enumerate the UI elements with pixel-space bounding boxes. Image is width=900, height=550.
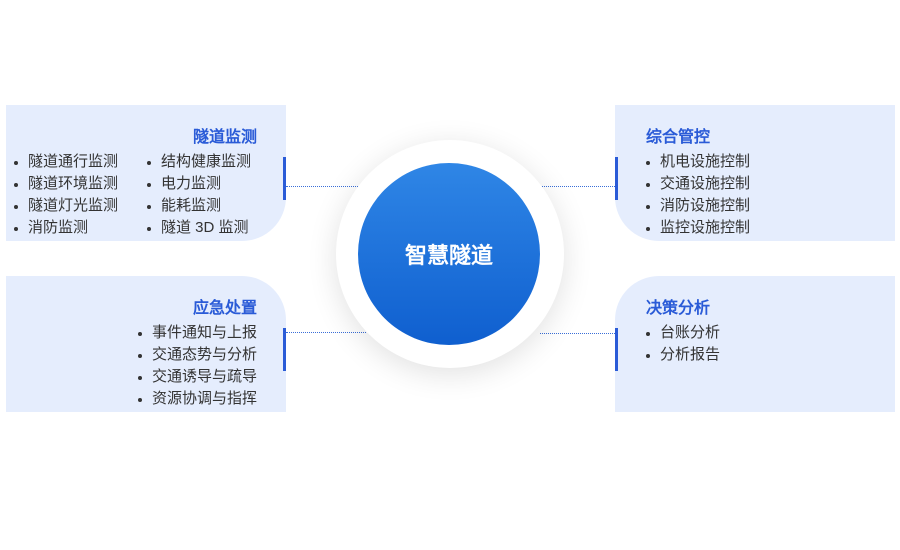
list-item: 能耗监测 <box>147 195 251 217</box>
list-item: 消防监测 <box>14 217 118 239</box>
connector-bar <box>283 328 286 371</box>
connector-bar <box>283 157 286 200</box>
list-item: 资源协调与指挥 <box>137 388 257 410</box>
item-list-col2: 结构健康监测 电力监测 能耗监测 隧道 3D 监测 <box>147 151 251 239</box>
list-item: 交通态势与分析 <box>137 344 257 366</box>
list-item: 交通设施控制 <box>646 173 750 195</box>
center-node: 智慧隧道 <box>358 163 540 345</box>
list-item: 机电设施控制 <box>646 151 750 173</box>
panel-tunnel-monitoring: 隧道监测 隧道通行监测 隧道环境监测 隧道灯光监测 消防监测 结构健康监测 电力… <box>6 105 286 241</box>
list-item: 交通诱导与疏导 <box>137 366 257 388</box>
connector-line <box>540 333 615 334</box>
item-list-col1: 隧道通行监测 隧道环境监测 隧道灯光监测 消防监测 <box>14 151 118 239</box>
list-item: 隧道 3D 监测 <box>147 217 251 239</box>
panel-title: 综合管控 <box>646 129 711 146</box>
connector-bar <box>615 157 618 200</box>
panel-decision-analysis: 决策分析 台账分析 分析报告 <box>615 276 895 412</box>
item-list: 事件通知与上报 交通态势与分析 交通诱导与疏导 资源协调与指挥 <box>137 322 257 410</box>
connector-bar <box>615 328 618 371</box>
panel-title: 应急处置 <box>192 300 257 317</box>
connector-line <box>286 332 366 333</box>
list-item: 台账分析 <box>646 322 720 344</box>
connector-line <box>540 186 615 187</box>
list-item: 电力监测 <box>147 173 251 195</box>
list-item: 事件通知与上报 <box>137 322 257 344</box>
panel-integrated-control: 综合管控 机电设施控制 交通设施控制 消防设施控制 监控设施控制 <box>615 105 895 241</box>
item-list: 机电设施控制 交通设施控制 消防设施控制 监控设施控制 <box>646 151 750 239</box>
list-item: 隧道灯光监测 <box>14 195 118 217</box>
panel-title: 决策分析 <box>646 300 711 317</box>
item-list: 台账分析 分析报告 <box>646 322 720 366</box>
list-item: 分析报告 <box>646 344 720 366</box>
center-label: 智慧隧道 <box>404 243 493 268</box>
list-item: 监控设施控制 <box>646 217 750 239</box>
panel-emergency-response: 应急处置 事件通知与上报 交通态势与分析 交通诱导与疏导 资源协调与指挥 <box>6 276 286 412</box>
list-item: 消防设施控制 <box>646 195 750 217</box>
list-item: 结构健康监测 <box>147 151 251 173</box>
list-item: 隧道环境监测 <box>14 173 118 195</box>
list-item: 隧道通行监测 <box>14 151 118 173</box>
panel-title: 隧道监测 <box>192 129 257 146</box>
connector-line <box>286 186 360 187</box>
